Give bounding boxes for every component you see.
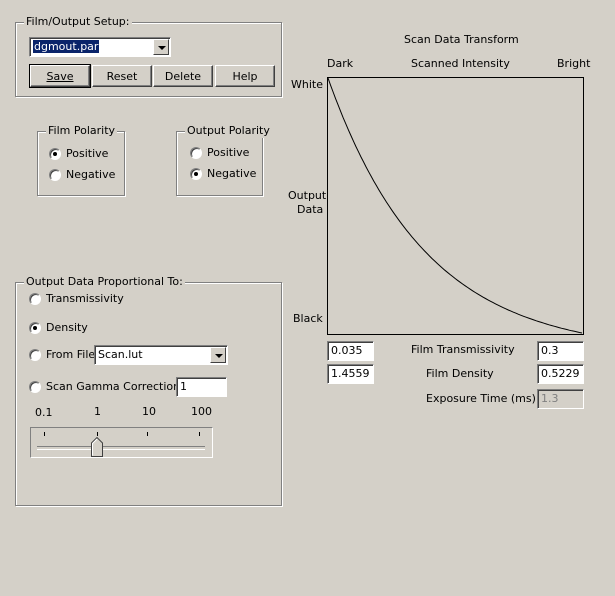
slider-tick <box>199 432 200 436</box>
slider-track <box>37 446 205 450</box>
slider-label-1: 1 <box>94 405 101 418</box>
radio-positive-output[interactable] <box>190 147 202 159</box>
axis-label-bright: Bright <box>557 57 591 70</box>
exposure-time-label: Exposure Time (ms) <box>426 392 536 405</box>
output-polarity-group: Output Polarity <box>176 124 272 196</box>
output-polarity-title: Output Polarity <box>185 124 272 138</box>
film-density-label: Film Density <box>426 367 494 380</box>
axis-label-output: Output <box>288 189 327 202</box>
transform-title: Scan Data Transform <box>404 33 519 46</box>
delete-button[interactable]: Delete <box>153 65 213 87</box>
film-polarity-group: Film Polarity <box>37 124 125 196</box>
slider-tick <box>147 432 148 436</box>
gamma-slider[interactable] <box>30 427 213 458</box>
film-transmissivity-label: Film Transmissivity <box>411 343 515 356</box>
output-proportional-title: Output Data Proportional To: <box>24 275 185 289</box>
radio-positive-film[interactable] <box>49 148 61 160</box>
save-button[interactable]: Save <box>29 64 91 88</box>
setup-file-value: dgmout.par <box>33 40 100 53</box>
exposure-time-field: 1.3 <box>537 389 584 409</box>
from-file-combo[interactable]: Scan.lut <box>94 345 228 365</box>
axis-label-white: White <box>291 78 323 91</box>
max-density-field[interactable]: 0.5229 <box>537 364 584 384</box>
slider-label-2: 10 <box>142 405 156 418</box>
gamma-input[interactable]: 1 <box>176 377 227 397</box>
min-transmissivity-field[interactable]: 0.035 <box>327 341 374 361</box>
help-button[interactable]: Help <box>215 65 275 87</box>
reset-button[interactable]: Reset <box>92 65 152 87</box>
film-output-setup-group: Film/Output Setup: <box>15 15 282 97</box>
axis-label-black: Black <box>293 312 323 325</box>
axis-label-data: Data <box>297 203 324 216</box>
axis-label-scanned-intensity: Scanned Intensity <box>411 57 510 70</box>
max-transmissivity-field[interactable]: 0.3 <box>537 341 584 361</box>
axis-label-dark: Dark <box>327 57 354 70</box>
slider-tick <box>44 432 45 436</box>
from-file-value: Scan.lut <box>98 348 143 361</box>
slider-thumb[interactable] <box>91 437 103 457</box>
chevron-down-icon[interactable] <box>153 39 169 55</box>
radio-negative-film[interactable] <box>49 169 61 181</box>
slider-label-0: 0.1 <box>35 406 53 419</box>
slider-tick <box>97 432 98 436</box>
radio-from-file[interactable] <box>29 349 41 361</box>
min-density-field[interactable]: 1.4559 <box>327 364 374 384</box>
radio-transmissivity[interactable] <box>29 293 41 305</box>
chevron-down-icon[interactable] <box>210 347 226 363</box>
radio-negative-output[interactable] <box>190 168 202 180</box>
film-polarity-title: Film Polarity <box>46 124 118 138</box>
radio-density[interactable] <box>29 322 41 334</box>
film-output-setup-title: Film/Output Setup: <box>24 15 132 29</box>
slider-label-3: 100 <box>191 405 212 418</box>
transform-curve <box>328 78 583 334</box>
setup-file-combo[interactable]: dgmout.par <box>29 37 171 57</box>
radio-scan-gamma[interactable] <box>29 381 41 393</box>
output-proportional-group: Output Data Proportional To: <box>15 275 282 506</box>
transform-plot <box>327 77 584 335</box>
